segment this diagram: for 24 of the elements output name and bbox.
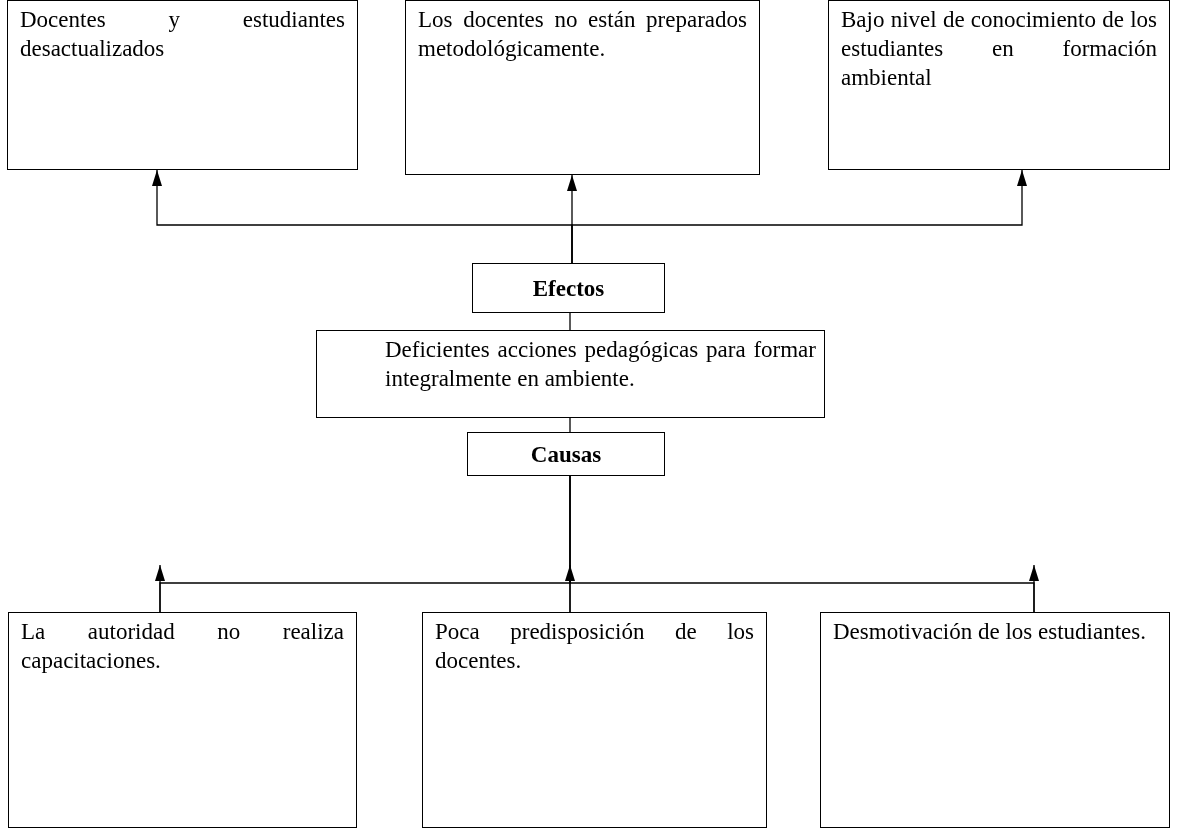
text-box — [828, 0, 1170, 170]
heading-box — [472, 263, 665, 313]
box-text: Docentes y estudiantes desactualizados — [20, 6, 345, 63]
connector-line — [569, 312, 571, 331]
box-text: Causas — [530, 440, 602, 469]
arrow — [155, 564, 165, 613]
text-box — [820, 612, 1170, 828]
arrow — [1029, 564, 1039, 613]
heading-box — [467, 432, 665, 476]
arrow — [565, 564, 575, 613]
text-box — [8, 612, 357, 828]
text-box — [7, 0, 358, 170]
text-box — [405, 0, 760, 175]
box-text: Desmotivación de los estudiantes. — [833, 618, 1147, 646]
text-box — [422, 612, 767, 828]
box-text: La autoridad no realiza capacitaciones. — [21, 618, 344, 675]
box-text: Los docentes no están preparados metodológicamente. — [418, 6, 747, 63]
box-text: Deficientes acciones pedagógicas para formar integralmente en ambiente. — [385, 336, 816, 393]
text-box — [316, 330, 825, 418]
arrow — [571, 169, 1027, 264]
connector-line — [569, 417, 571, 433]
box-text: Poca predisposición de los docentes. — [435, 618, 754, 675]
box-text: Bajo nivel de conocimiento de los estudiantes en formación ambiental — [841, 6, 1157, 92]
box-text: Efectos — [532, 274, 605, 303]
